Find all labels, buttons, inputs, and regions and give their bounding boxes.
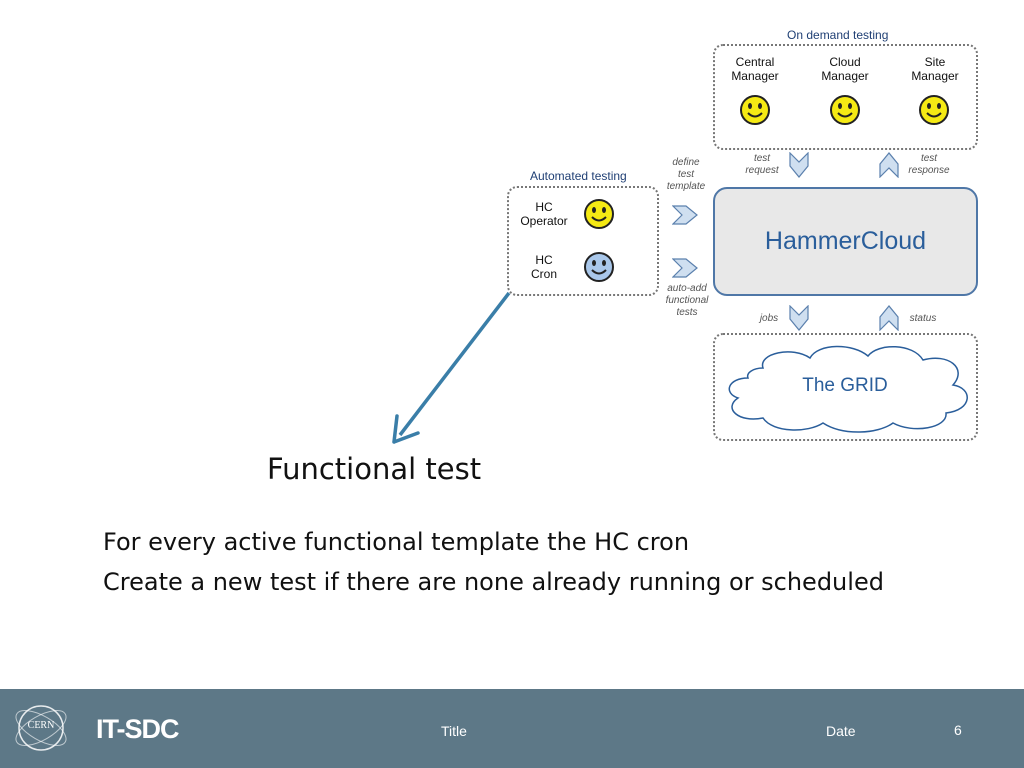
central-manager-smiley-icon bbox=[740, 95, 770, 125]
slide-heading: Functional test bbox=[267, 452, 482, 486]
footer-title: Title bbox=[441, 723, 467, 739]
cern-logo-icon bbox=[15, 705, 67, 751]
on-demand-group bbox=[713, 44, 978, 150]
hc-cron-smiley-icon bbox=[584, 252, 614, 282]
status-label: status bbox=[909, 313, 937, 324]
jobs-chevron-down-icon bbox=[789, 305, 809, 331]
hammercloud-box: HammerCloud bbox=[713, 187, 978, 296]
footer-bar: CERN IT-SDC Title Date 6 bbox=[0, 689, 1024, 768]
slide-line-1: For every active functional template the… bbox=[103, 528, 690, 556]
automated-title: Automated testing bbox=[530, 169, 627, 183]
test-response-chevron-up-icon bbox=[879, 152, 899, 178]
site-manager-label: Site Manager bbox=[900, 55, 970, 83]
central-manager-label: Central Manager bbox=[720, 55, 790, 83]
pointer-arrow-icon bbox=[392, 291, 511, 444]
cloud-manager-line1: Cloud bbox=[829, 55, 861, 69]
cern-logo-text: CERN bbox=[27, 720, 55, 731]
automated-group bbox=[507, 186, 659, 296]
test-request-chevron-down-icon bbox=[789, 152, 809, 178]
site-manager-line1: Site bbox=[924, 55, 946, 69]
slide-line-2: Create a new test if there are none alre… bbox=[103, 568, 884, 596]
define-template-chevron-right-icon bbox=[672, 205, 698, 225]
grid-cloud-icon bbox=[728, 345, 968, 433]
central-manager-line2: Manager bbox=[731, 69, 779, 83]
auto-add-chevron-right-icon bbox=[672, 258, 698, 278]
site-manager-smiley-icon bbox=[919, 95, 949, 125]
cloud-manager-line2: Manager bbox=[821, 69, 869, 83]
grid-group bbox=[713, 333, 978, 441]
jobs-label: jobs bbox=[759, 313, 779, 324]
status-chevron-up-icon bbox=[879, 305, 899, 331]
site-manager-line2: Manager bbox=[911, 69, 959, 83]
brand-label: IT-SDC bbox=[96, 714, 180, 744]
page-number: 6 bbox=[954, 722, 962, 738]
cloud-manager-smiley-icon bbox=[830, 95, 860, 125]
hc-operator-smiley-icon bbox=[584, 199, 614, 229]
on-demand-title: On demand testing bbox=[787, 28, 889, 42]
central-manager-line1: Central bbox=[735, 55, 775, 69]
cloud-manager-label: Cloud Manager bbox=[810, 55, 880, 83]
footer-date: Date bbox=[826, 723, 856, 739]
grid-label: The GRID bbox=[802, 375, 888, 396]
